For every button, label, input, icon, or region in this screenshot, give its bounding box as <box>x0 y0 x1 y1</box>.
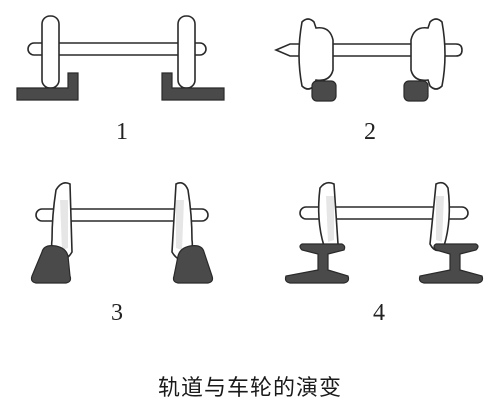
stage-3-label: 3 <box>111 300 123 326</box>
stage-2-wheelset <box>273 18 463 90</box>
stage-3-left-wheel-tread <box>60 200 68 250</box>
stage-2-label: 2 <box>364 119 376 145</box>
stage-1-label: 1 <box>116 119 128 145</box>
stage-3-right-wheel-tread <box>176 200 184 250</box>
stage-4-wheelset <box>299 181 469 252</box>
stage-1-left-wheel <box>41 15 60 89</box>
stage-2-right-rail <box>403 80 429 102</box>
stage-4-axle <box>299 206 469 220</box>
stage-2-right-wheel <box>410 18 446 90</box>
stage-3-axle <box>35 208 209 222</box>
stage-3-right-rail <box>172 245 214 284</box>
stage-3-rails <box>30 245 214 284</box>
stage-2-left-wheel <box>298 18 334 90</box>
stage-4-left-wheel-tread <box>326 196 334 242</box>
stage-1-right-rail <box>161 72 225 101</box>
stage-1-wheelset <box>27 15 207 89</box>
stage-4-right-wheel-tread <box>436 196 444 242</box>
stage-3-wheelset <box>35 182 209 260</box>
stage-1-left-rail <box>16 72 79 101</box>
stage-1-rails <box>16 72 225 101</box>
stage-4-label: 4 <box>373 300 385 326</box>
stage-4-left-rail <box>284 243 350 284</box>
figure-caption: 轨道与车轮的演变 <box>157 376 342 401</box>
stage-1-axle <box>27 42 207 56</box>
stage-4-rails <box>284 243 484 284</box>
stage-3-left-rail <box>30 245 72 284</box>
stage-1-right-wheel <box>177 15 196 89</box>
stage-4-right-rail <box>418 243 484 284</box>
stage-2-left-rail <box>311 80 337 102</box>
stage-2-rails <box>311 80 429 102</box>
